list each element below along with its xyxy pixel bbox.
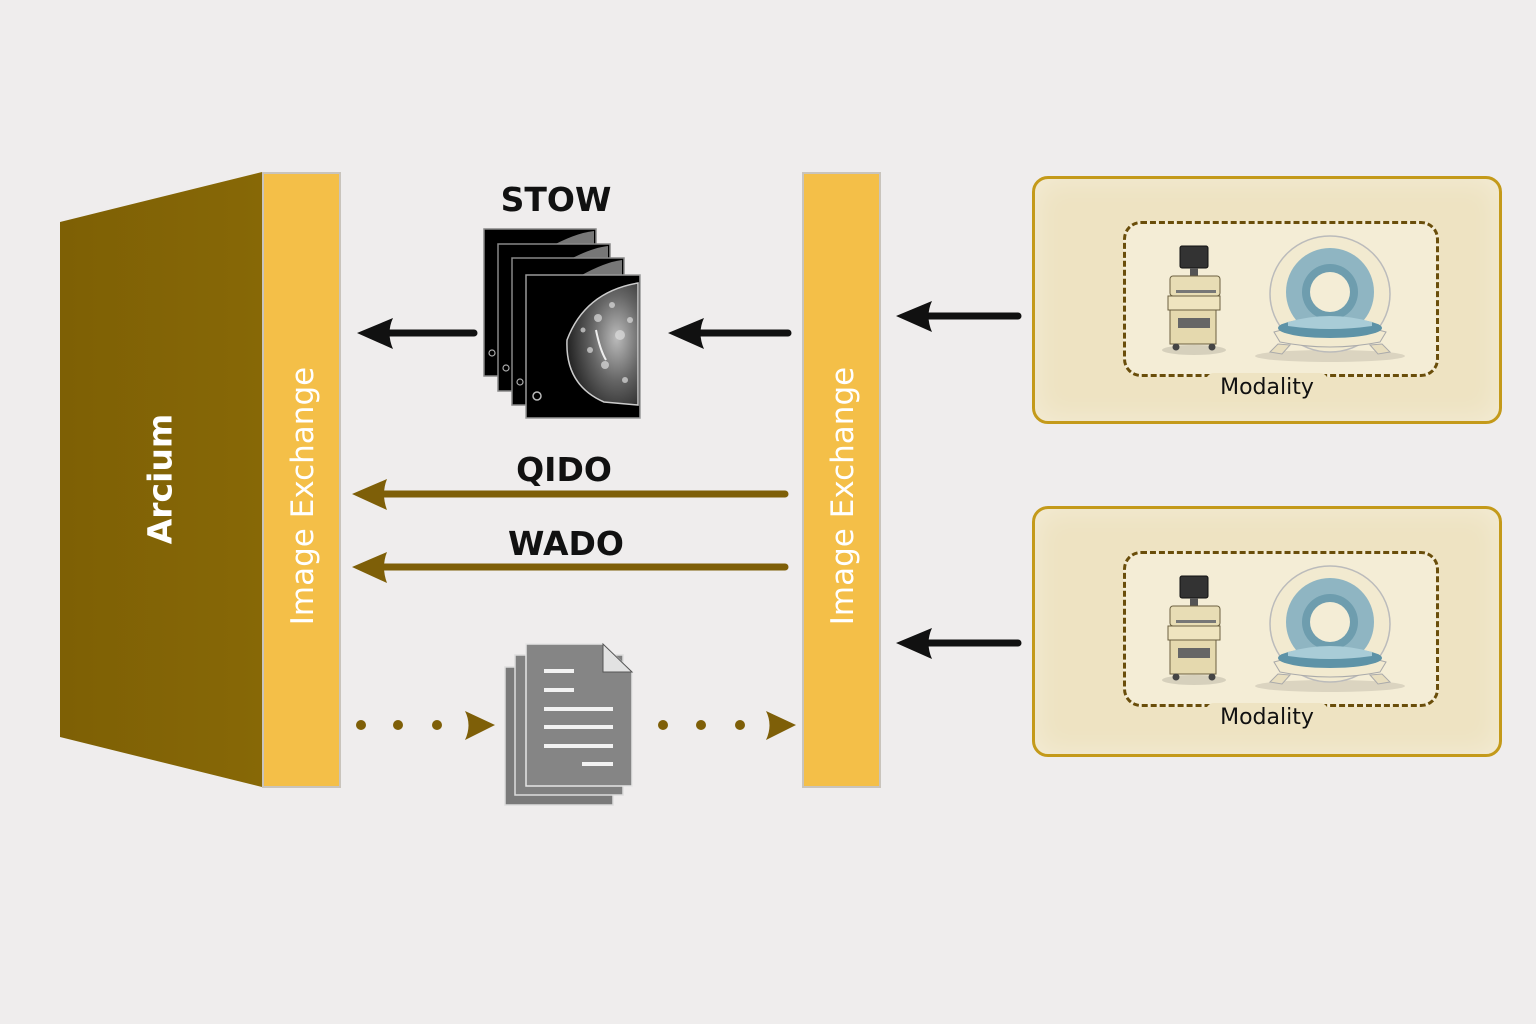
wado-label: WADO: [508, 524, 624, 563]
stow-label: STOW: [500, 180, 612, 219]
right-image-exchange: Image Exchange: [802, 172, 881, 788]
dotted-arrow-to-exchange: [658, 711, 796, 740]
qido-label: QIDO: [516, 450, 612, 489]
modality-2-device-group: [1123, 551, 1439, 707]
ultrasound-cart-icon: [1162, 575, 1226, 685]
modality-2-label: Modality: [1035, 703, 1499, 732]
ct-scanner-icon: [1255, 235, 1405, 362]
ultrasound-cart-icon: [1162, 245, 1226, 355]
stow-arrow-left: [357, 318, 478, 349]
modality-1-label: Modality: [1035, 373, 1499, 402]
modality-2-arrow: [896, 628, 1022, 659]
wado-arrow: [352, 552, 789, 583]
ct-scanner-icon: [1255, 565, 1405, 692]
arcium-label: Arcium: [140, 413, 180, 545]
right-image-exchange-label: Image Exchange: [825, 366, 861, 626]
modality-box-2: Modality: [1032, 506, 1502, 757]
document-stack-icon: [504, 642, 634, 806]
medical-image-4: [525, 274, 641, 419]
stow-arrow-right: [668, 318, 792, 349]
left-image-exchange: Image Exchange: [262, 172, 341, 788]
modality-box-1: Modality: [1032, 176, 1502, 424]
modality-1-arrow: [896, 301, 1022, 332]
dotted-arrow-to-documents: [356, 711, 495, 740]
medical-image-stack-icon: [483, 228, 641, 419]
qido-arrow: [352, 479, 789, 510]
modality-1-device-group: [1123, 221, 1439, 377]
arcium-block: [60, 172, 262, 787]
left-image-exchange-label: Image Exchange: [285, 366, 321, 626]
